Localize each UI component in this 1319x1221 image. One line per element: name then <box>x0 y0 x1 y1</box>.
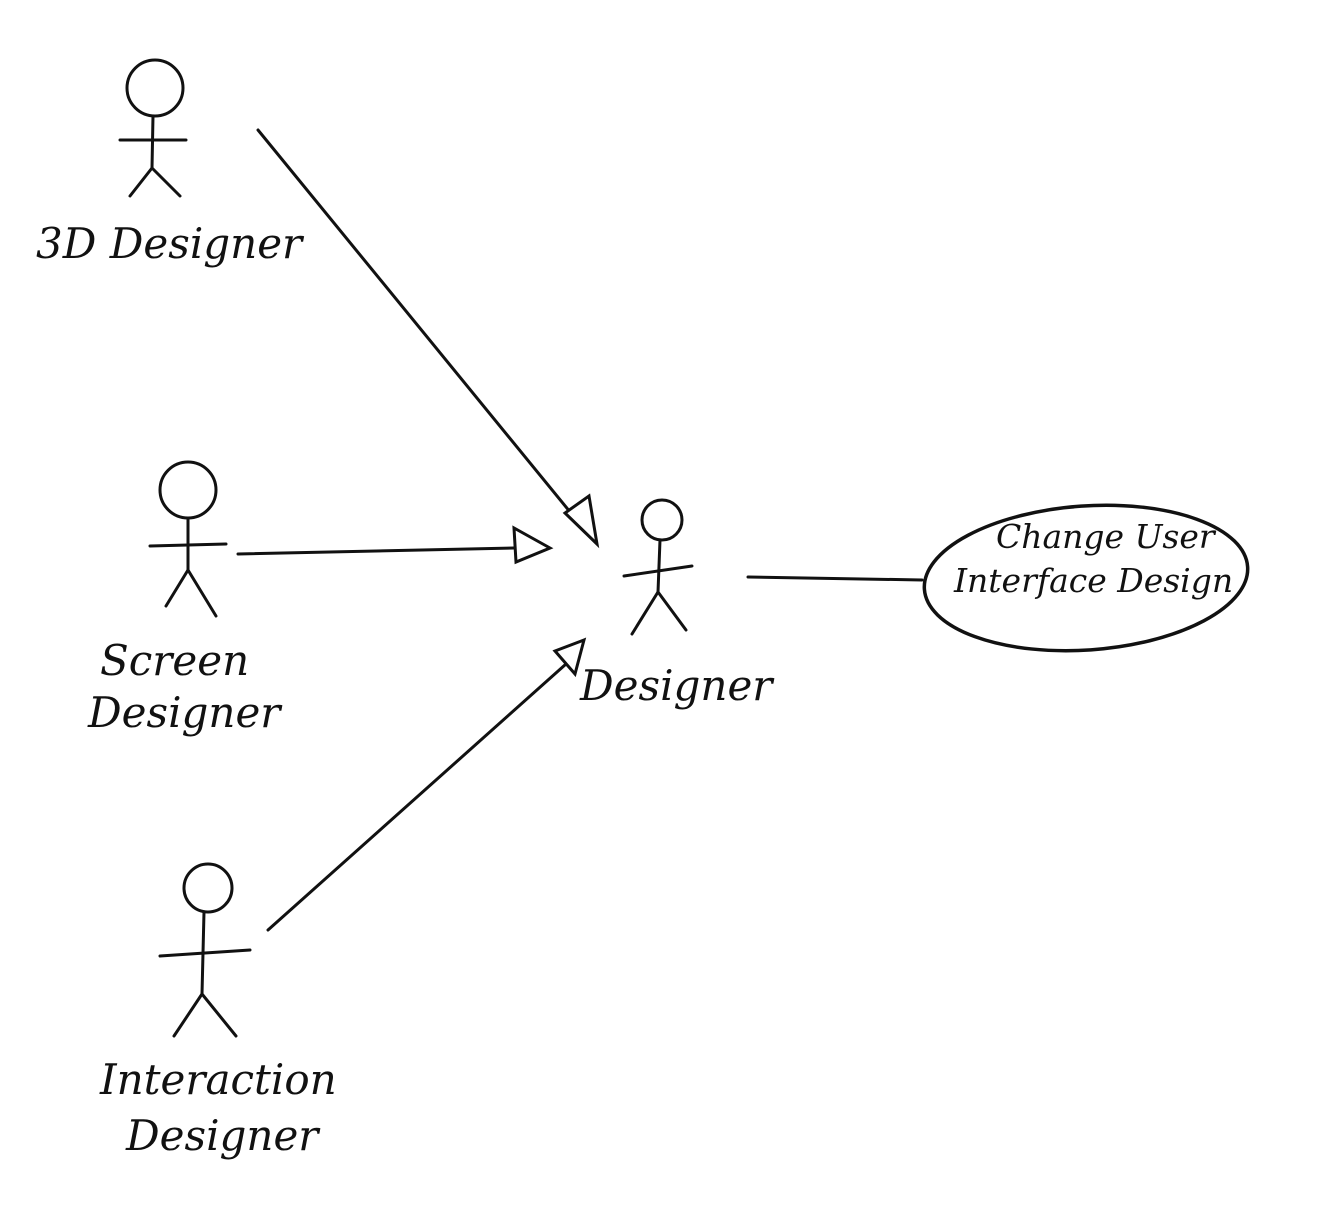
actor-label: Designer <box>579 661 775 710</box>
actor-label-line: Designer <box>579 661 775 710</box>
stick-figure-icon <box>158 862 252 1038</box>
stick-figure-icon <box>118 58 188 198</box>
usecase-label-line: Interface Design <box>953 561 1233 600</box>
actor-label-line: Designer <box>87 688 283 737</box>
actor-label-line: Screen <box>100 636 249 685</box>
actor-designer: Designer <box>579 498 775 710</box>
usecase-label-line: Change User <box>996 517 1217 556</box>
usecase-ellipse <box>922 503 1250 653</box>
actor-label-line: Interaction <box>99 1055 337 1104</box>
actor-label-line: Designer <box>125 1111 321 1160</box>
actor-label-line: 3D Designer <box>36 219 305 268</box>
generalization-arrow-screen-designer <box>236 525 554 565</box>
stick-figure-icon <box>148 460 228 618</box>
generalization-arrow-3d-designer <box>256 128 600 549</box>
stick-figure-icon <box>622 498 694 636</box>
generalization-arrow-interaction-designer <box>266 637 587 932</box>
actor-3d-designer: 3D Designer <box>36 58 305 268</box>
actor-label: 3D Designer <box>36 219 305 268</box>
association-line <box>746 575 924 582</box>
